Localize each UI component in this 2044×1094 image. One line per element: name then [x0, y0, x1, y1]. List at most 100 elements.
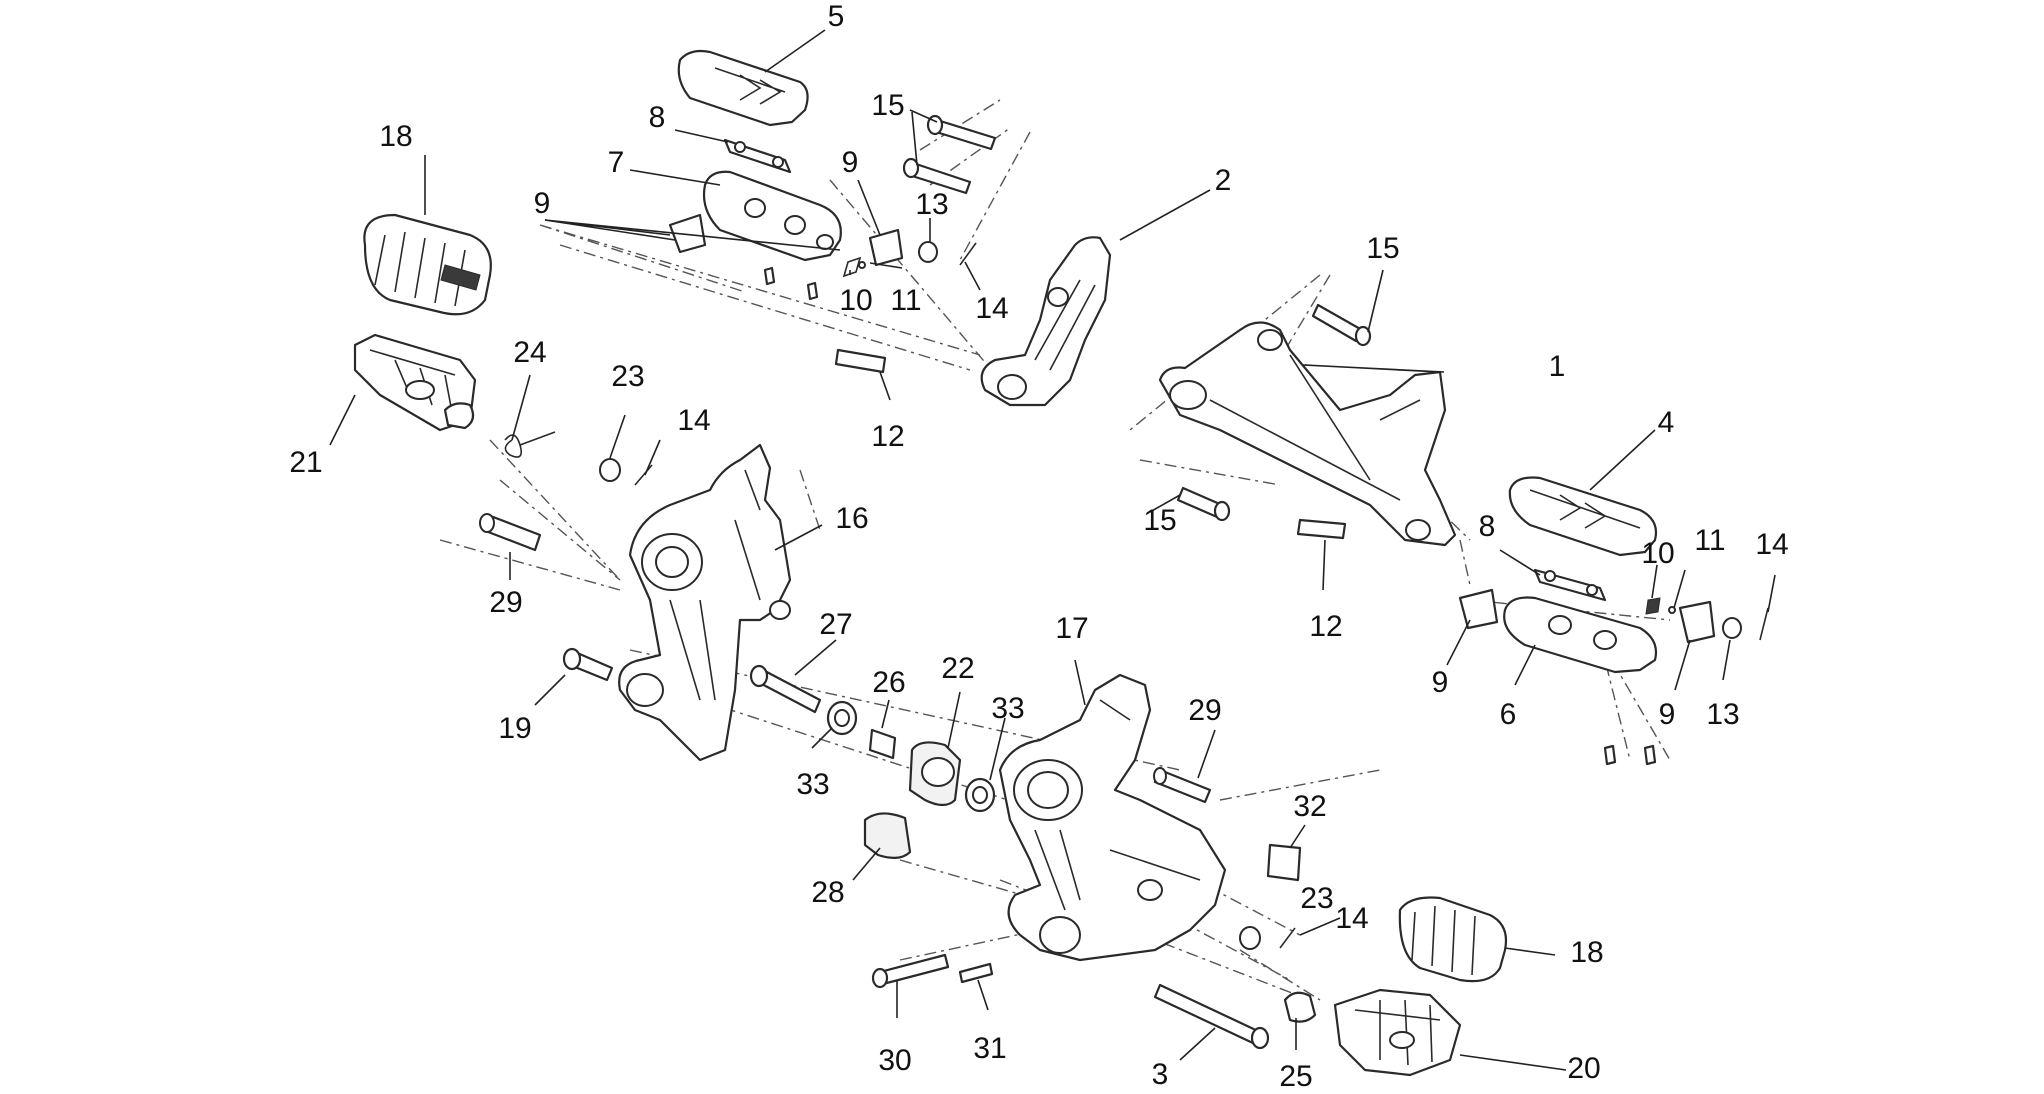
pin-right-small — [1759, 607, 1769, 641]
callout-18-top: 18 — [379, 120, 412, 153]
callout-8-right: 8 — [1479, 510, 1496, 543]
rubber-footpeg-left — [363, 213, 492, 316]
callout-28: 28 — [811, 876, 844, 909]
callout-1: 1 — [1549, 350, 1566, 383]
screw-part — [871, 953, 950, 989]
bracket-right — [1158, 321, 1457, 547]
screw-small — [806, 281, 819, 301]
footpeg-rubber-top — [677, 49, 809, 127]
callout-33-left: 33 — [796, 768, 829, 801]
callout-14-top: 14 — [975, 292, 1008, 325]
callout-12-right: 12 — [1309, 610, 1342, 643]
spring-small-right — [1645, 597, 1661, 615]
callout-23-upper: 23 — [611, 360, 644, 393]
callout-11-top: 11 — [890, 284, 921, 317]
callout-26: 26 — [872, 666, 905, 699]
callout-19: 19 — [498, 712, 531, 745]
callout-8-top: 8 — [649, 101, 666, 134]
bushing-part — [908, 741, 962, 807]
callout-17: 17 — [1055, 612, 1088, 645]
leader-lines — [329, 29, 1776, 1071]
bolt-top — [926, 114, 997, 151]
pin-upper — [634, 464, 653, 486]
spring-small — [842, 256, 862, 278]
callout-5: 5 — [828, 0, 845, 33]
callout-12-top: 12 — [871, 420, 904, 453]
callout-29-left: 29 — [489, 586, 522, 619]
callout-18-lower: 18 — [1570, 936, 1603, 969]
screw-small — [1643, 744, 1657, 766]
callout-15-lower: 15 — [1143, 504, 1176, 537]
spacer-right — [1266, 843, 1302, 882]
callout-2: 2 — [1215, 164, 1232, 197]
callout-10-top: 10 — [839, 284, 872, 317]
footpeg-body-right — [1503, 596, 1658, 674]
spacer-part — [868, 728, 897, 760]
screw-small — [1603, 744, 1617, 766]
callout-14-right: 14 — [1755, 528, 1788, 561]
ball-small-right — [1668, 606, 1676, 614]
callout-14-left: 14 — [677, 404, 710, 437]
washer-right — [1722, 617, 1742, 639]
bolt-right — [1176, 486, 1231, 522]
callout-31: 31 — [973, 1032, 1006, 1065]
callout-6: 6 — [1500, 698, 1517, 731]
callout-25: 25 — [1279, 1060, 1312, 1093]
bushing-lower — [863, 812, 912, 859]
plate-right — [1533, 568, 1607, 602]
spring-lower — [1283, 991, 1317, 1023]
callout-9-left: 9 — [534, 187, 551, 220]
callout-15-top: 15 — [871, 89, 904, 122]
ball-small — [858, 261, 866, 269]
callout-16: 16 — [835, 502, 868, 535]
pin-right — [1153, 767, 1212, 804]
screw-small — [763, 266, 776, 286]
rubber-footpeg-lower — [1398, 896, 1508, 983]
shim-plate — [1678, 600, 1716, 644]
callout-13-right: 13 — [1706, 698, 1739, 731]
callout-9-right-b: 9 — [1659, 698, 1676, 731]
callout-23-lower: 23 — [1300, 882, 1333, 915]
callout-13-top: 13 — [915, 188, 948, 221]
bracket-left — [618, 443, 792, 762]
bolt-part — [562, 647, 614, 682]
callout-33-right: 33 — [991, 692, 1024, 725]
callout-7: 7 — [608, 146, 625, 179]
bearing-left — [826, 700, 858, 736]
callout-10-right: 10 — [1641, 537, 1674, 570]
pin-12-right — [1296, 518, 1347, 540]
callout-3: 3 — [1152, 1058, 1169, 1091]
washer-lower — [1239, 926, 1261, 950]
callout-9-right-a: 9 — [1432, 666, 1449, 699]
bearing-right — [964, 777, 996, 813]
screw-part — [958, 962, 994, 984]
callout-22: 22 — [941, 652, 974, 685]
callout-30: 30 — [878, 1044, 911, 1077]
footpeg-left — [353, 333, 477, 432]
bracket-center — [998, 673, 1227, 962]
callout-29-right: 29 — [1188, 694, 1221, 727]
washer-top — [918, 241, 938, 263]
callout-15-right: 15 — [1366, 232, 1399, 265]
shim-plate — [868, 228, 904, 267]
callout-21: 21 — [289, 446, 322, 479]
callout-32: 32 — [1293, 790, 1326, 823]
callout-9-top: 9 — [842, 146, 859, 179]
footpeg-body-top — [702, 170, 842, 262]
bolt-part — [749, 664, 822, 714]
pin-top — [959, 242, 977, 266]
callout-27: 27 — [819, 608, 852, 641]
callout-24: 24 — [513, 336, 546, 369]
shim-plate — [1458, 588, 1499, 630]
footpeg-rubber-right — [1508, 476, 1658, 557]
callout-20: 20 — [1567, 1052, 1600, 1085]
long-bolt — [1153, 983, 1270, 1050]
pin-lower — [1279, 927, 1296, 949]
bracket-top — [980, 236, 1112, 407]
callout-14-lower: 14 — [1335, 902, 1368, 935]
washer-upper — [599, 458, 621, 482]
bolt-right — [1311, 303, 1372, 347]
footpeg-lower — [1333, 988, 1462, 1077]
pin-12-top — [834, 348, 887, 374]
